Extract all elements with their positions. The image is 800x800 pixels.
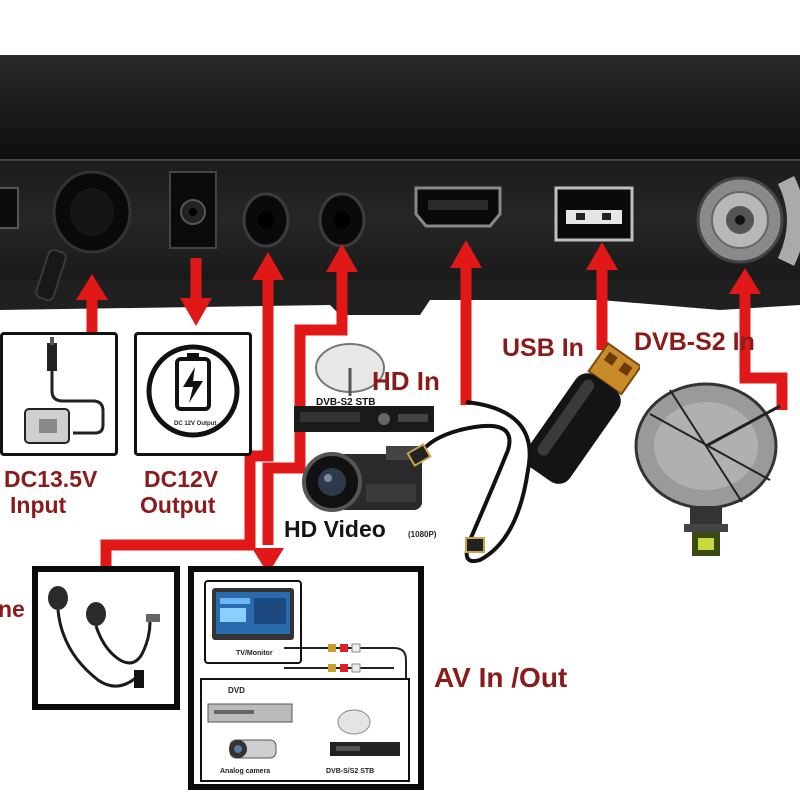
battery-icon: [146, 344, 240, 438]
av-sources-panel: DVD Analog camera DVB-S/S2 STB: [200, 678, 410, 782]
power-adapter-icon: [24, 337, 105, 444]
dvd-player-icon: [207, 703, 293, 723]
satellite-receiver-illustration: [294, 343, 434, 432]
dc-input-label: DC13.5V: [4, 466, 98, 492]
dc-input-sublabel: Input: [10, 492, 67, 518]
dc-output-sublabel: Output: [140, 492, 216, 518]
hd-in-label: HD In: [372, 366, 440, 396]
usb-dongle-illustration: [530, 342, 640, 484]
hd-video-resolution: (1080P): [408, 530, 437, 539]
dvb-stb-label: DVB-S2 STB: [316, 397, 376, 408]
dc-output-label: DC12V: [144, 466, 219, 492]
earphones-icon: [48, 586, 160, 688]
headphone-illustration: [32, 566, 180, 710]
av-in-out-label: AV In /Out: [434, 662, 568, 693]
small-satellite-receiver-icon: [330, 709, 400, 756]
tv-monitor-label: TV/Monitor: [236, 650, 273, 657]
headphone-label-partial: ne: [0, 596, 25, 622]
dc-input-illustration: [0, 332, 118, 456]
av-cables: [284, 643, 407, 682]
dc-output-icon-text: DC 12V Output: [174, 421, 217, 427]
tv-icon: [212, 588, 294, 640]
hdmi-cable-illustration: [406, 400, 532, 563]
hd-video-label: HD Video: [284, 516, 386, 542]
dvd-label: DVD: [228, 686, 245, 695]
usb-in-label: USB In: [502, 334, 584, 362]
video-camera-illustration: [302, 446, 426, 512]
device-back-panel: [0, 55, 800, 315]
dvb-s2-in-label: DVB-S2 In: [634, 328, 755, 356]
analog-camera-icon: [229, 739, 277, 759]
switch-port: [0, 187, 19, 229]
dvb-stb-small-label: DVB-S/S2 STB: [326, 768, 375, 775]
satellite-dish-illustration: [634, 382, 781, 556]
analog-camera-label: Analog camera: [220, 768, 271, 775]
tv-monitor: [204, 580, 302, 664]
av-in-out-illustration: TV/Monitor DVD Analog camera DVB-S/S2 ST…: [188, 566, 424, 790]
dc-output-illustration: DC 12V Output: [134, 332, 252, 456]
